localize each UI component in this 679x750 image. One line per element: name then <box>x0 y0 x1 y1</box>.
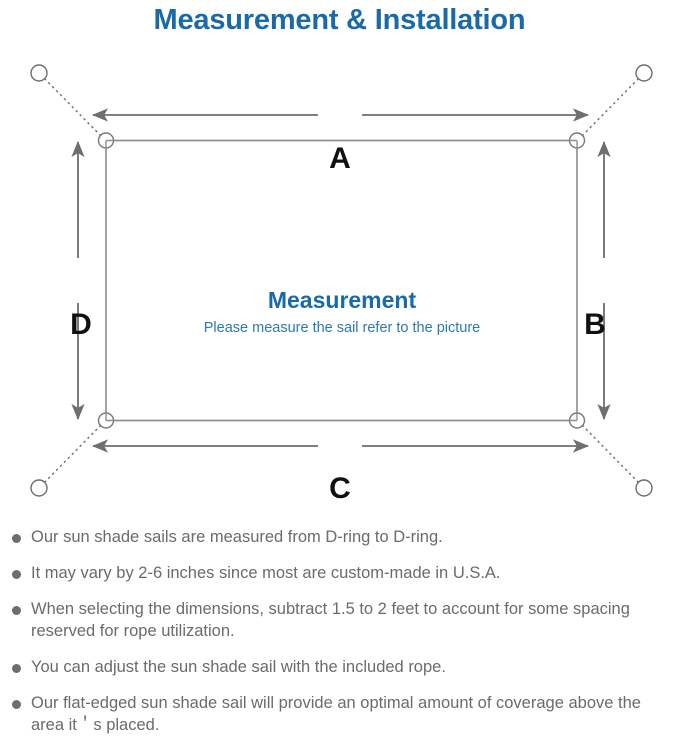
list-item: When selecting the dimensions, subtract … <box>0 598 679 642</box>
bullet-icon <box>12 700 21 709</box>
anchor-point-bottom-right <box>635 479 653 497</box>
bullet-icon <box>12 570 21 579</box>
dimension-label-c: C <box>329 472 351 505</box>
list-item-text: Our sun shade sails are measured from D-… <box>31 528 443 546</box>
dimension-label-b: B <box>584 308 606 341</box>
anchor-point-bottom-left <box>30 479 48 497</box>
list-item-text: When selecting the dimensions, subtract … <box>31 600 630 640</box>
list-item: Our flat-edged sun shade sail will provi… <box>0 692 679 736</box>
list-item: You can adjust the sun shade sail with t… <box>0 656 679 678</box>
notes-list: Our sun shade sails are measured from D-… <box>0 526 679 750</box>
anchor-point-top-left <box>30 64 48 82</box>
list-item: It may vary by 2-6 inches since most are… <box>0 562 679 584</box>
measurement-diagram: A B C D Measurement Please measure the s… <box>0 45 679 515</box>
list-item-text: Our flat-edged sun shade sail will provi… <box>31 694 641 734</box>
dimension-label-d: D <box>70 308 92 341</box>
list-item-text: You can adjust the sun shade sail with t… <box>31 658 446 676</box>
bullet-icon <box>12 664 21 673</box>
list-item: Our sun shade sails are measured from D-… <box>0 526 679 548</box>
measurement-diagram-svg <box>30 64 653 497</box>
bullet-icon <box>12 606 21 615</box>
list-item-text: It may vary by 2-6 inches since most are… <box>31 564 501 582</box>
dimension-label-a: A <box>329 142 351 175</box>
sail-rectangle <box>105 139 578 422</box>
bullet-icon <box>12 534 21 543</box>
sail-edge-overlay <box>105 139 578 422</box>
page-title: Measurement & Installation <box>153 4 526 36</box>
anchor-point-top-right <box>635 64 653 82</box>
